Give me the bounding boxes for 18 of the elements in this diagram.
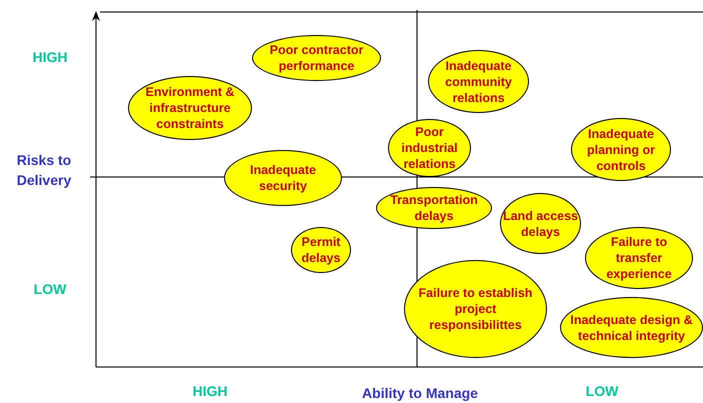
axis-level-label: HIGH <box>192 382 228 401</box>
risk-label: Inadequate design & technical integrity <box>569 312 694 344</box>
risk-label: Environment & infrastructure constraints <box>144 84 236 132</box>
risk-label: Poor industrial relations <box>400 124 459 172</box>
risk-label: Transportation delays <box>389 192 479 224</box>
axis-level-label: LOW <box>584 382 620 401</box>
axis-title: Risks to Delivery <box>16 151 72 190</box>
axis-level-label: LOW <box>32 280 68 299</box>
risk-label: Permit delays <box>300 234 342 266</box>
risk-label: Inadequate security <box>249 162 317 194</box>
risk-label: Poor contractor performance <box>268 42 364 74</box>
risk-label: Inadequate community relations <box>444 58 513 106</box>
risk-label: Failure to establish project responsibilittes <box>418 285 534 333</box>
risk-label: Failure to transfer experience <box>605 234 673 282</box>
risk-label: Land access delays <box>502 208 578 240</box>
axis-title: Ability to Manage <box>361 384 479 403</box>
risk-label: Inadequate planning or controls <box>586 126 656 174</box>
axis-level-label: HIGH <box>32 48 68 67</box>
